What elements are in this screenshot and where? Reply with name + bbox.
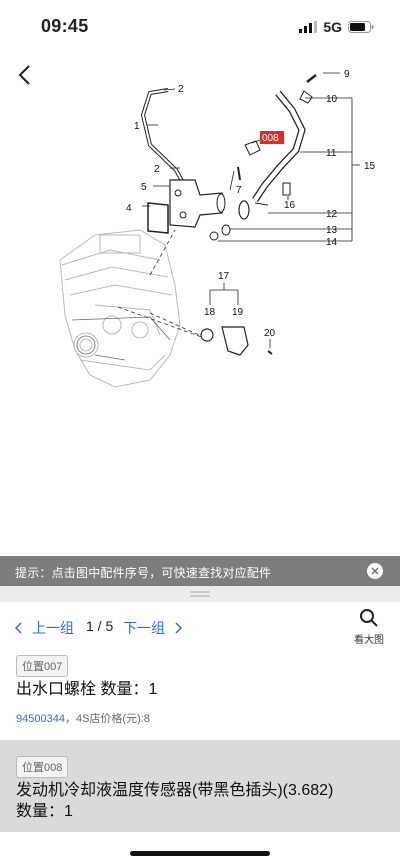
- callout-7[interactable]: 7: [236, 185, 242, 196]
- hint-bar: 提示：点击图中配件序号，可快速查找对应配件: [0, 556, 400, 586]
- part-name: 发动机冷却液温度传感器(带黑色插头)(3.682): [16, 782, 334, 799]
- callout-18[interactable]: 18: [204, 307, 216, 318]
- gasket: [147, 202, 169, 234]
- prev-group-label: 上一组: [32, 620, 74, 636]
- thermostat-housing: [221, 326, 249, 356]
- chevron-right-icon: [175, 622, 183, 634]
- callout-19[interactable]: 19: [232, 307, 244, 318]
- leader-lines: [117, 229, 211, 341]
- temperature-sensor: [244, 140, 261, 156]
- engine-drawing: [59, 229, 181, 388]
- callout-lines: [142, 72, 360, 348]
- highlight-008-box[interactable]: [260, 131, 284, 144]
- battery-icon: [348, 21, 374, 33]
- thermostat: [200, 328, 214, 342]
- next-group-label: 下一组: [123, 620, 165, 636]
- part-info: 94500344，4S店价格(元):8: [16, 710, 150, 726]
- callout-2[interactable]: 2: [178, 84, 184, 95]
- page-indicator: 1 / 5: [86, 618, 114, 634]
- callout-numbers: 2 1 2 5 4 7 9 10 11 15 16 12 13 14 17 18…: [126, 69, 376, 339]
- parts-diagram: 2 1 2 5 4 7 9 10 11 15 16 12 13 14 17 18…: [59, 69, 376, 388]
- callout-15[interactable]: 15: [364, 161, 376, 172]
- panel-drag-strip[interactable]: [0, 586, 400, 602]
- callout-20[interactable]: 20: [264, 328, 276, 339]
- callout-13[interactable]: 13: [326, 225, 338, 236]
- home-indicator: [130, 851, 270, 856]
- callout-14[interactable]: 14: [326, 237, 338, 248]
- part-quantity: 数量：1: [16, 803, 73, 820]
- callout-2b[interactable]: 2: [154, 164, 160, 175]
- part-name: 出水口螺栓 数量：1: [16, 681, 158, 698]
- position-badge: 位置008: [16, 756, 69, 778]
- callout-16[interactable]: 16: [284, 200, 296, 211]
- back-button[interactable]: [10, 60, 40, 90]
- callout-10[interactable]: 10: [326, 94, 338, 105]
- network-type: 5G: [323, 19, 342, 35]
- prev-group-button[interactable]: 上一组: [14, 618, 74, 638]
- callout-12[interactable]: 12: [326, 209, 338, 220]
- hint-text: 提示：点击图中配件序号，可快速查找对应配件: [15, 566, 272, 580]
- part-item[interactable]: 位置007 出水口螺栓 数量：1 94500344，4S店价格(元):8: [0, 650, 400, 740]
- part-item-selected[interactable]: 位置008 发动机冷却液温度传感器(带黑色插头)(3.682) 数量：1: [0, 740, 400, 832]
- callout-17[interactable]: 17: [218, 271, 230, 282]
- callout-11[interactable]: 11: [326, 148, 337, 159]
- hint-close-button[interactable]: [367, 563, 383, 579]
- highlight-008-label[interactable]: 008: [262, 133, 279, 144]
- group-navigation: 上一组 1 / 5 下一组 看大图: [0, 606, 400, 648]
- view-large-image-label: 看大图: [354, 635, 384, 646]
- outlet-housing: [169, 179, 223, 228]
- magnifier-icon: [360, 609, 378, 627]
- part-number-link[interactable]: 94500344: [16, 713, 65, 725]
- callout-9[interactable]: 9: [344, 69, 350, 80]
- callout-5[interactable]: 5: [141, 182, 147, 193]
- signal-icon: [299, 21, 318, 33]
- drag-handle-icon: [190, 591, 210, 597]
- close-icon: [371, 567, 379, 575]
- status-icons: 5G: [299, 19, 374, 35]
- view-large-image-button[interactable]: 看大图: [350, 608, 388, 648]
- next-group-button[interactable]: 下一组: [123, 618, 183, 638]
- engine-drawing-dark: [71, 316, 171, 361]
- status-time: 09:45: [41, 16, 89, 36]
- position-badge: 位置007: [16, 655, 69, 677]
- callout-4[interactable]: 4: [126, 203, 132, 214]
- part-price: ，4S店价格(元):8: [64, 713, 150, 725]
- chevron-left-icon: [14, 622, 22, 634]
- status-bar: 09:45 5G: [0, 0, 400, 50]
- callout-1[interactable]: 1: [134, 121, 140, 132]
- chevron-left-icon: [18, 65, 30, 85]
